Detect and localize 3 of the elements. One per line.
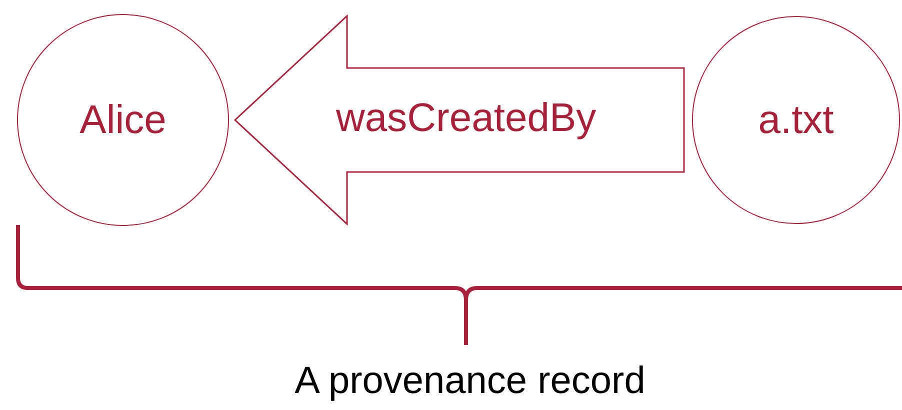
caption-text: A provenance record (294, 362, 646, 400)
node-label: Alice (80, 100, 166, 140)
node-label: a.txt (758, 100, 834, 140)
